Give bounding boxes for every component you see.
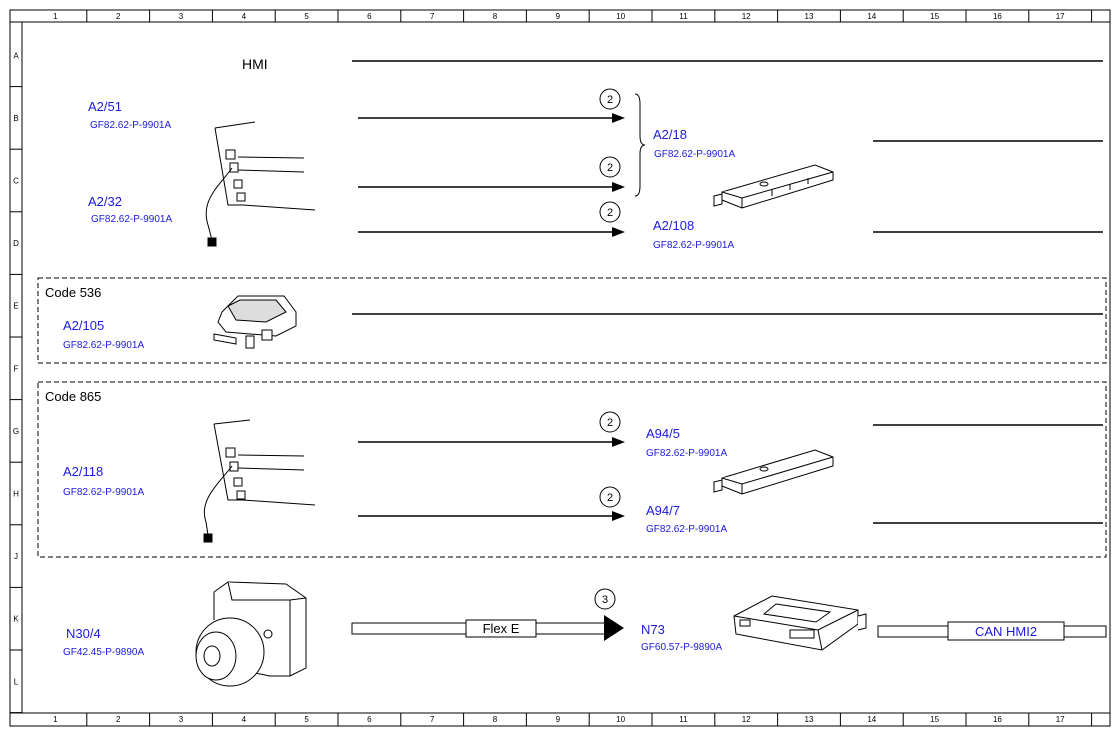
- column-number: 1: [53, 715, 58, 724]
- row-letter: K: [13, 615, 19, 624]
- column-number: 7: [430, 12, 435, 21]
- column-number: 8: [493, 12, 498, 21]
- outer-frame: [9, 9, 1111, 727]
- a2-108-ref: GF82.62-P-9901A: [653, 240, 734, 251]
- row-letter: J: [14, 552, 18, 561]
- column-number: 1: [53, 12, 58, 21]
- a2-105-ref: GF82.62-P-9901A: [63, 340, 144, 351]
- column-number: 5: [304, 12, 309, 21]
- bracket: [634, 93, 646, 197]
- column-number: 7: [430, 715, 435, 724]
- column-number: 3: [179, 715, 184, 724]
- a94-5-id: A94/5: [646, 426, 680, 441]
- a2-118-id: A2/118: [63, 464, 103, 479]
- svg-text:2: 2: [607, 94, 613, 106]
- column-number: 14: [867, 12, 876, 21]
- a2-118-ref: GF82.62-P-9901A: [63, 487, 144, 498]
- row-letter: H: [13, 490, 19, 499]
- can-hmi2-tag: [947, 621, 1065, 641]
- abs-unit-drawing: [195, 581, 307, 687]
- a2-18-ref: GF82.62-P-9901A: [654, 149, 735, 160]
- n30-4-id: N30/4: [66, 626, 101, 641]
- a2-105-id: A2/105: [63, 318, 104, 333]
- a94-7-ref: GF82.62-P-9901A: [646, 524, 727, 535]
- row-letter: L: [14, 677, 19, 686]
- marker-6: 3: [594, 588, 616, 610]
- column-number: 4: [242, 715, 247, 724]
- code-865-box: [37, 381, 1107, 558]
- marker-1: 2: [599, 88, 621, 110]
- column-number: 13: [805, 12, 814, 21]
- svg-text:2: 2: [607, 207, 613, 219]
- row-letter: D: [13, 239, 19, 248]
- a2-51-ref: GF82.62-P-9901A: [90, 120, 171, 131]
- control-unit-n73-drawing: [733, 595, 867, 651]
- row-letter: C: [13, 177, 19, 186]
- n30-4-ref: GF42.45-P-9890A: [63, 647, 144, 658]
- a2-18-id: A2/18: [653, 127, 687, 142]
- column-number: 6: [367, 715, 372, 724]
- marker-5: 2: [599, 486, 621, 508]
- a94-7-id: A94/7: [646, 503, 680, 518]
- row-letter: F: [14, 364, 19, 373]
- a94-5-ref: GF82.62-P-9901A: [646, 448, 727, 459]
- antenna-panel-118-drawing: [203, 419, 316, 543]
- n73-id: N73: [641, 622, 665, 637]
- column-number: 9: [556, 12, 561, 21]
- row-letter: E: [13, 302, 18, 311]
- flex-e-tag: [465, 619, 537, 638]
- column-number: 9: [556, 715, 561, 724]
- a2-108-id: A2/108: [653, 218, 694, 233]
- n73-ref: GF60.57-P-9890A: [641, 642, 722, 653]
- column-number: 14: [867, 715, 876, 724]
- row-letter: A: [13, 51, 19, 60]
- column-number: 17: [1056, 715, 1065, 724]
- column-number: 2: [116, 12, 121, 21]
- tuner-module-drawing: [713, 164, 834, 209]
- svg-text:3: 3: [602, 594, 608, 606]
- svg-text:2: 2: [607, 417, 613, 429]
- row-letter: G: [13, 427, 19, 436]
- column-number: 12: [742, 12, 751, 21]
- flex-e-label: Flex E: [483, 621, 520, 636]
- tuner-module-a94-drawing: [713, 449, 834, 495]
- a2-32-id: A2/32: [88, 194, 122, 209]
- row-ruler: A B C D E F G H J K L: [10, 51, 22, 714]
- column-number: 8: [493, 715, 498, 724]
- column-number: 15: [930, 715, 939, 724]
- column-number: 6: [367, 12, 372, 21]
- code-865-label: Code 865: [45, 389, 101, 404]
- column-number: 16: [993, 12, 1002, 21]
- hmi-heading: HMI: [242, 56, 268, 72]
- column-number: 4: [242, 12, 247, 21]
- column-ruler: 1122334455667788991010111112121313141415…: [53, 10, 1093, 726]
- column-number: 13: [805, 715, 814, 724]
- column-number: 17: [1056, 12, 1065, 21]
- code-536-box: [37, 277, 1107, 364]
- code-536-label: Code 536: [45, 285, 101, 300]
- column-number: 11: [679, 715, 688, 724]
- svg-text:2: 2: [607, 162, 613, 174]
- column-number: 5: [304, 715, 309, 724]
- column-number: 10: [616, 12, 625, 21]
- column-number: 15: [930, 12, 939, 21]
- a2-51-id: A2/51: [88, 99, 122, 114]
- can-hmi2-label: CAN HMI2: [975, 624, 1037, 639]
- svg-text:2: 2: [607, 492, 613, 504]
- marker-3: 2: [599, 201, 621, 223]
- marker-2: 2: [599, 156, 621, 178]
- column-number: 3: [179, 12, 184, 21]
- column-number: 2: [116, 715, 121, 724]
- antenna-panel-drawing: [205, 121, 316, 247]
- row-letter: B: [13, 114, 18, 123]
- column-number: 11: [679, 12, 688, 21]
- column-number: 16: [993, 715, 1002, 724]
- module-a2-105-drawing: [213, 295, 297, 349]
- a2-32-ref: GF82.62-P-9901A: [91, 214, 172, 225]
- column-number: 10: [616, 715, 625, 724]
- column-number: 12: [742, 715, 751, 724]
- marker-4: 2: [599, 411, 621, 433]
